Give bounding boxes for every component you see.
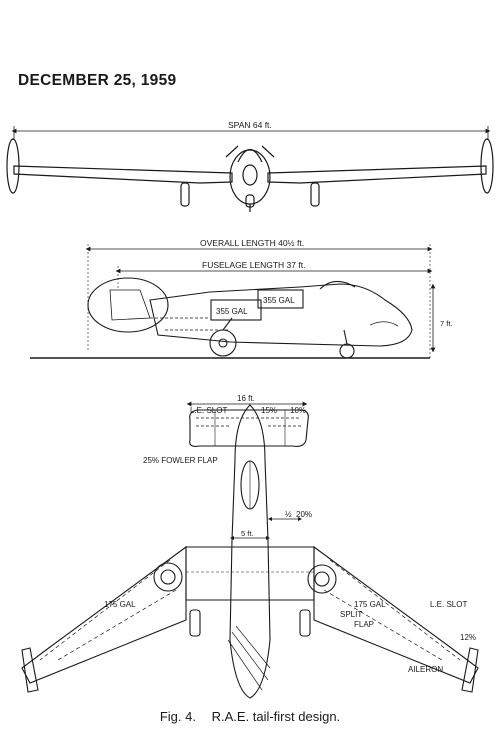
- wingtip-fin-right: [480, 138, 494, 194]
- plan-wingtip-fin-left: [21, 647, 39, 693]
- side-tank-lower-label: 355 GAL: [216, 307, 248, 316]
- figure-title: R.A.E. tail-first design.: [211, 709, 341, 724]
- wingtip-fin-left: [6, 138, 20, 194]
- width-5ft-label: 5 ft.: [241, 529, 254, 538]
- height-label: 7 ft.: [440, 319, 453, 328]
- pct-15-label: 15%: [261, 406, 277, 415]
- centre-section: [185, 546, 315, 601]
- split-flap-label: FLAP: [354, 620, 374, 629]
- main-wing-left: [21, 545, 187, 684]
- foreplane: [189, 409, 309, 447]
- side-view: [30, 244, 436, 360]
- aileron-label: AILERON: [408, 665, 443, 674]
- main-wing-right: [313, 545, 479, 684]
- tank-right-label: 175 GAL: [354, 600, 386, 609]
- side-main-wheel: [209, 329, 237, 357]
- tank-left-label: 175 GAL: [104, 600, 136, 609]
- main-gear-right: [310, 182, 320, 207]
- nose-gear: [245, 194, 255, 208]
- side-tank-upper-label: 355 GAL: [263, 296, 295, 305]
- side-canopy: [319, 280, 356, 290]
- side-nose-wheel: [339, 343, 355, 359]
- figure-caption: Fig. 4. R.A.E. tail-first design.: [0, 709, 500, 724]
- side-fuselage: [149, 283, 413, 347]
- engine-right: [307, 564, 337, 594]
- fuselage-length-label: FUSELAGE LENGTH 37 ft.: [202, 260, 305, 270]
- pct-12-label: 12%: [460, 633, 476, 642]
- span-label: SPAN 64 ft.: [228, 120, 272, 130]
- front-view: [6, 126, 494, 212]
- plan-view: [21, 401, 479, 699]
- foreplane-span-label: 16 ft.: [237, 394, 255, 403]
- pct-10-label: 10%: [290, 406, 306, 415]
- side-tail-fin: [87, 277, 169, 333]
- page-date: DECEMBER 25, 1959: [18, 72, 177, 89]
- overall-length-label: OVERALL LENGTH 40½ ft.: [200, 238, 304, 248]
- front-fuselage: [229, 149, 271, 205]
- frac-label: ½: [285, 510, 292, 519]
- front-canopy: [237, 148, 263, 163]
- plan-wingtip-fin-right: [461, 647, 479, 693]
- front-wing-left: [13, 165, 233, 184]
- front-wing-right: [267, 165, 487, 184]
- side-tank-upper: [257, 289, 304, 309]
- main-gear-left: [180, 182, 190, 207]
- plan-fuselage: [229, 404, 271, 699]
- le-slot-front-label: L.E. SLOT: [190, 406, 227, 415]
- pct-20-label: 20%: [296, 510, 312, 519]
- figure-number: Fig. 4.: [159, 709, 196, 724]
- le-slot-rear-label: L.E. SLOT: [430, 600, 467, 609]
- split-label: SPLIT: [340, 610, 362, 619]
- engine-left: [153, 562, 183, 592]
- flap-label: 25% FOWLER FLAP: [143, 456, 218, 465]
- side-tank-lower: [210, 299, 262, 321]
